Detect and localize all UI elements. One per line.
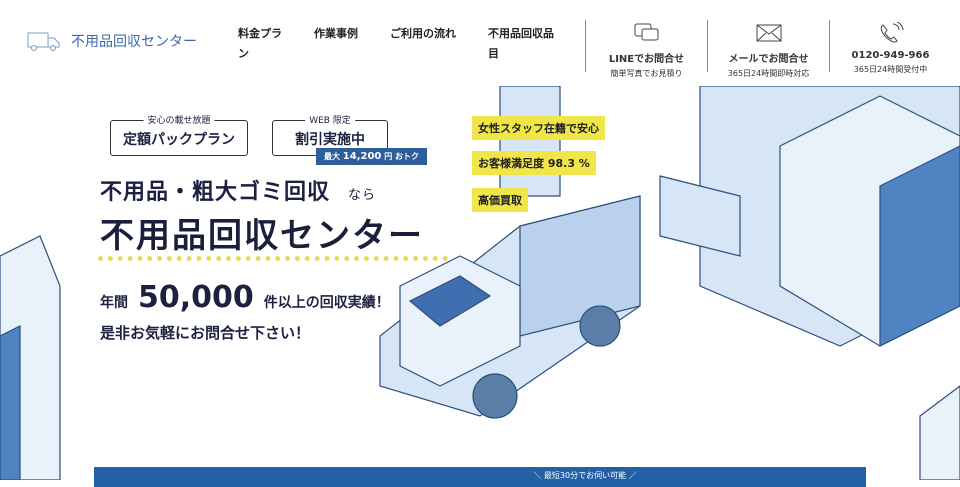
- badge-female-staff: 女性スタッフ在籍で安心: [472, 116, 605, 140]
- nav-cases[interactable]: 作業事例: [314, 27, 358, 40]
- phone-icon: [880, 20, 903, 43]
- logo[interactable]: 不用品回収センター: [27, 30, 197, 52]
- dotted-divider: [98, 256, 448, 261]
- mail-contact-sub: 365日24時間即時対応: [727, 69, 810, 78]
- plan-bubble-title: 定額パックプラン: [123, 132, 235, 148]
- site-header: 不用品回収センター 料金プラン 作業事例 ご利用の流れ 不用品回収品目 LINE…: [0, 0, 960, 86]
- ribbon-unit: 円 おトク: [384, 152, 419, 161]
- nav-items[interactable]: 不用品回収品目: [488, 27, 554, 60]
- cta-text: 是非お気軽にお問合せ下さい！: [100, 324, 311, 342]
- nav-pricing[interactable]: 料金プラン: [238, 27, 282, 60]
- discount-bubble-title: 割引実施中: [295, 132, 365, 148]
- logo-text: 不用品回収センター: [71, 34, 197, 50]
- line-contact-title: LINEでお問合せ: [608, 54, 685, 65]
- mail-icon: [756, 24, 781, 42]
- discount-ribbon: 最大 14,200 円 おトク: [316, 148, 427, 165]
- main-nav: 料金プラン 作業事例 ご利用の流れ 不用品回収品目: [238, 24, 586, 64]
- mail-contact[interactable]: メールでお問合せ 365日24時間即時対応: [707, 20, 829, 78]
- hero: 安心の載せ放題 定額パックプラン WEB 限定 割引実施中 最大 14,200 …: [0, 86, 960, 480]
- ribbon-amount: 14,200: [342, 151, 382, 162]
- badge-high-price: 高価買取: [472, 188, 528, 212]
- headline-sub: 不用品・粗大ゴミ回収 なら: [100, 174, 376, 206]
- phone-contact-sub: 365日24時間受付中: [853, 65, 928, 74]
- headline-suffix: なら: [348, 188, 377, 203]
- line-contact[interactable]: LINEでお問合せ 簡単写真でお見積り: [585, 20, 707, 78]
- ribbon-pre: 最大: [324, 152, 340, 161]
- headline-main: 不用品回収センター: [100, 216, 424, 256]
- discount-bubble-caption: WEB 限定: [305, 113, 355, 126]
- contact-links: LINEでお問合せ 簡単写真でお見積り メールでお問合せ 365日24時間即時対…: [585, 20, 951, 78]
- headline-sub-text: 不用品・粗大ゴミ回収: [100, 180, 331, 205]
- mail-contact-title: メールでお問合せ: [728, 54, 809, 65]
- chat-icon: [634, 23, 658, 41]
- line-contact-sub: 簡単写真でお見積り: [610, 69, 683, 78]
- stat-pre: 年間: [100, 295, 128, 311]
- badge-satisfaction: お客様満足度 98.3 %: [472, 151, 596, 175]
- plan-bubble-caption: 安心の載せ放題: [143, 113, 215, 126]
- stat-post: 件以上の回収実績！: [263, 295, 390, 311]
- phone-number: 0120-949-966: [851, 50, 930, 61]
- stat-line: 年間 50,000 件以上の回収実績！: [100, 280, 390, 315]
- truck-icon: [27, 32, 60, 51]
- nav-flow[interactable]: ご利用の流れ: [390, 27, 456, 40]
- plan-bubble: 安心の載せ放題 定額パックプラン: [110, 113, 248, 156]
- phone-contact[interactable]: 0120-949-966 365日24時間受付中: [829, 20, 951, 74]
- bottom-banner[interactable]: ＼ 最短30分でお伺い可能 ／: [94, 467, 866, 487]
- stat-number: 50,000: [138, 280, 254, 315]
